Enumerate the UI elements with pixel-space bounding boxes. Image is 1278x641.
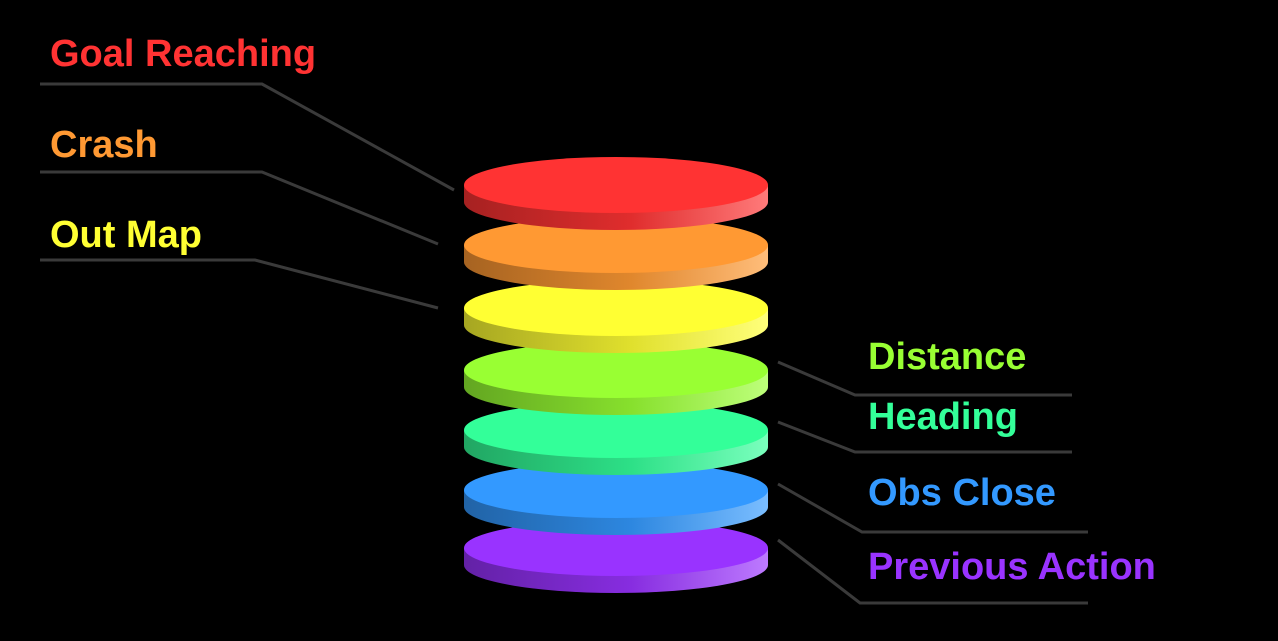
disc-stack xyxy=(464,157,768,593)
leader-line-distance xyxy=(777,360,1072,397)
leader-line-out-map xyxy=(40,258,439,310)
disc-obs-close xyxy=(464,462,768,535)
label-goal-reaching: Goal Reaching xyxy=(50,33,317,75)
disc-distance xyxy=(464,342,768,415)
disc-top-obs-close xyxy=(464,462,768,518)
leader-line-obs-close xyxy=(777,482,1088,534)
disc-top-distance xyxy=(464,342,768,398)
label-heading: Heading xyxy=(868,396,1018,438)
disc-crash xyxy=(464,217,768,290)
label-previous-action: Previous Action xyxy=(868,546,1156,588)
leader-line-previous-action xyxy=(777,538,1088,605)
label-distance: Distance xyxy=(868,336,1027,378)
disc-top-heading xyxy=(464,402,768,458)
disc-out-map xyxy=(464,280,768,353)
disc-goal-reaching xyxy=(464,157,768,230)
label-crash: Crash xyxy=(50,124,158,166)
label-out-map: Out Map xyxy=(50,214,202,256)
leader-line-goal-reaching xyxy=(40,82,455,192)
leader-line-heading xyxy=(777,420,1072,454)
disc-previous-action xyxy=(464,520,768,593)
leader-line-crash xyxy=(40,170,439,246)
disc-heading xyxy=(464,402,768,475)
disc-top-crash xyxy=(464,217,768,273)
leader-lines xyxy=(40,82,1088,605)
label-obs-close: Obs Close xyxy=(868,472,1056,514)
disc-top-out-map xyxy=(464,280,768,336)
disc-top-goal-reaching xyxy=(464,157,768,213)
disc-top-previous-action xyxy=(464,520,768,576)
